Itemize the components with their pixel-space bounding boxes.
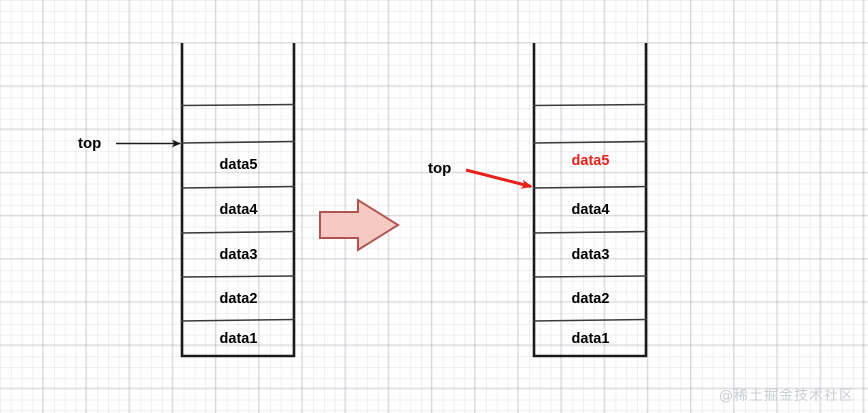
- stack-before-divider-5: [180, 275, 296, 278]
- stack-after-cell-data5: data5: [571, 153, 610, 169]
- stack-before-divider-3: [180, 185, 296, 189]
- stack-before-divider-2: [180, 140, 296, 144]
- stack-before-divider-1: [180, 103, 296, 107]
- stack-before-cell-data5: data5: [219, 157, 258, 173]
- stack-before-divider-4: [180, 230, 296, 234]
- stack-after-cell-data1: data1: [571, 331, 610, 347]
- stack-after-divider-5: [532, 275, 648, 278]
- top-label-before: top: [78, 135, 102, 152]
- stack-before-cell-data2: data2: [219, 291, 258, 307]
- stack-after-divider-2: [532, 140, 648, 144]
- stack-after-divider-4: [532, 230, 648, 234]
- top-pointer-line-after: [465, 168, 533, 189]
- stack-after-divider-3: [532, 185, 648, 189]
- stack-after-divider-1: [532, 103, 648, 107]
- stack-before-cell-data4: data4: [219, 202, 258, 218]
- watermark: @稀土掘金技术社区: [719, 388, 854, 404]
- stack-before-cell-data3: data3: [219, 247, 258, 263]
- top-label-after: top: [428, 160, 452, 177]
- stack-after-group: [532, 43, 648, 358]
- top-pointer-arrow-after: [465, 168, 533, 189]
- stack-after-divider-6: [532, 318, 648, 322]
- stack-before-group: [180, 43, 296, 358]
- stack-before-divider-6: [180, 318, 296, 322]
- stack-after-cell-data4: data4: [571, 202, 610, 218]
- stack-after-cell-data3: data3: [571, 247, 610, 263]
- transition-arrow: [319, 198, 400, 252]
- transition-arrow-shape: [319, 198, 400, 252]
- stack-after-cell-data2: data2: [571, 291, 610, 307]
- stack-before-cell-data1: data1: [219, 331, 258, 347]
